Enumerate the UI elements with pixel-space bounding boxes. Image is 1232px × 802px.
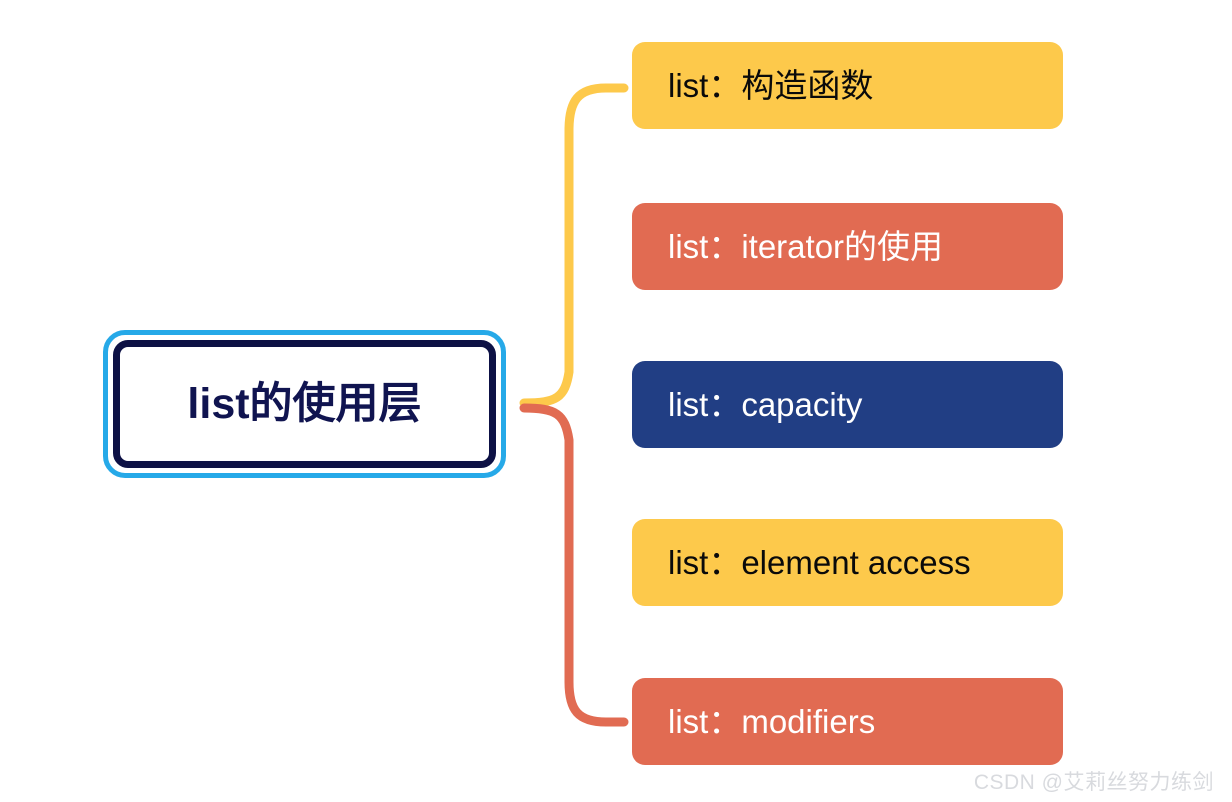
branch-node-label: list：构造函数 (668, 66, 874, 104)
branch-node-capacity[interactable]: list：capacity (632, 361, 1063, 448)
csdn-watermark: CSDN @艾莉丝努力练剑 (973, 771, 1214, 794)
lower-branch-connector (519, 403, 629, 727)
branch-node-element-access[interactable]: list：element access (632, 519, 1063, 606)
branch-node-label: list：modifiers (668, 702, 876, 740)
root-node-inner-frame: list的使用层 (113, 340, 496, 468)
root-node-label: list的使用层 (187, 379, 422, 428)
branch-node-label: list：element access (668, 543, 971, 581)
branch-node-iterator[interactable]: list：iterator的使用 (632, 203, 1063, 290)
branch-node-modifiers[interactable]: list：modifiers (632, 678, 1063, 765)
upper-branch-connector (519, 83, 629, 408)
branch-node-label: list：capacity (668, 385, 863, 423)
branch-node-label: list：iterator的使用 (668, 227, 944, 265)
root-node[interactable]: list的使用层 (103, 330, 506, 478)
branch-node-constructor[interactable]: list：构造函数 (632, 42, 1063, 129)
